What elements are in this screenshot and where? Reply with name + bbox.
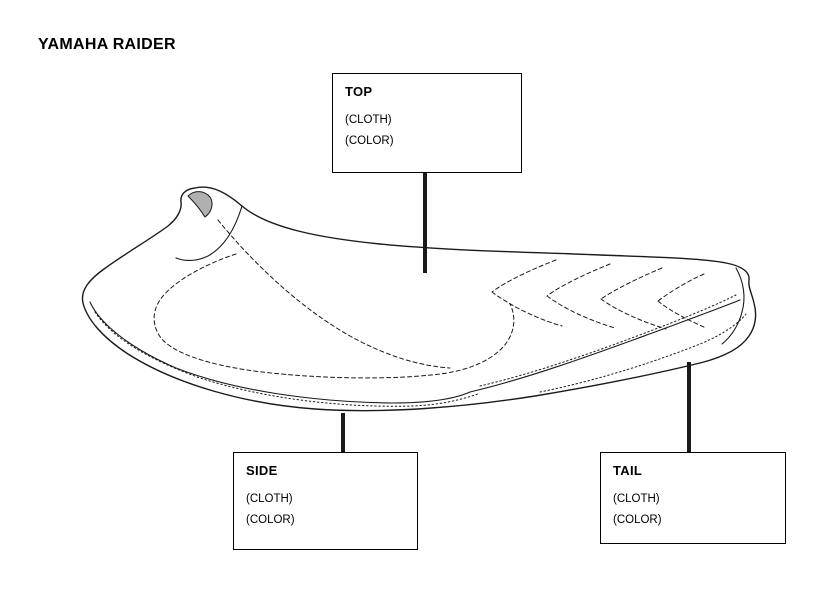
callout-side-color: (COLOR): [246, 514, 295, 526]
page-title: YAMAHA RAIDER: [38, 36, 176, 53]
chevron-4: [657, 273, 707, 329]
callout-side-cloth: (CLOTH): [246, 493, 293, 505]
callout-tail: TAIL (CLOTH) (COLOR): [600, 452, 786, 544]
callout-top: TOP (CLOTH) (COLOR): [332, 73, 522, 173]
callout-side-label: SIDE: [246, 463, 278, 478]
seat-outline: [81, 186, 757, 412]
tail-cap-seam: [721, 267, 745, 345]
skirt-seam: [89, 301, 471, 404]
chevron-3: [600, 267, 667, 330]
horn-crease: [175, 205, 243, 261]
callout-tail-color: (COLOR): [613, 514, 662, 526]
stitch-bottom-dotted: [94, 311, 479, 407]
chevron-2: [546, 263, 616, 329]
leader-line-top: [423, 173, 427, 273]
callout-tail-label: TAIL: [613, 463, 643, 478]
chevron-seams: [491, 259, 707, 330]
callout-top-label: TOP: [345, 84, 373, 99]
callout-top-cloth: (CLOTH): [345, 114, 392, 126]
callout-top-color: (COLOR): [345, 135, 394, 147]
callout-tail-cloth: (CLOTH): [613, 493, 660, 505]
top-panel-seam-dashed: [153, 253, 515, 379]
leader-line-side: [341, 413, 345, 453]
stitch-sweep-dotted: [479, 294, 737, 387]
nose-shade: [187, 191, 213, 218]
chevron-1: [491, 259, 563, 327]
tail-sweep-seam: [469, 299, 741, 393]
stitch-tail-dotted: [539, 313, 747, 393]
diagonal-seam-dashed: [217, 219, 451, 369]
callout-side: SIDE (CLOTH) (COLOR): [233, 452, 418, 550]
leader-line-tail: [687, 362, 691, 453]
